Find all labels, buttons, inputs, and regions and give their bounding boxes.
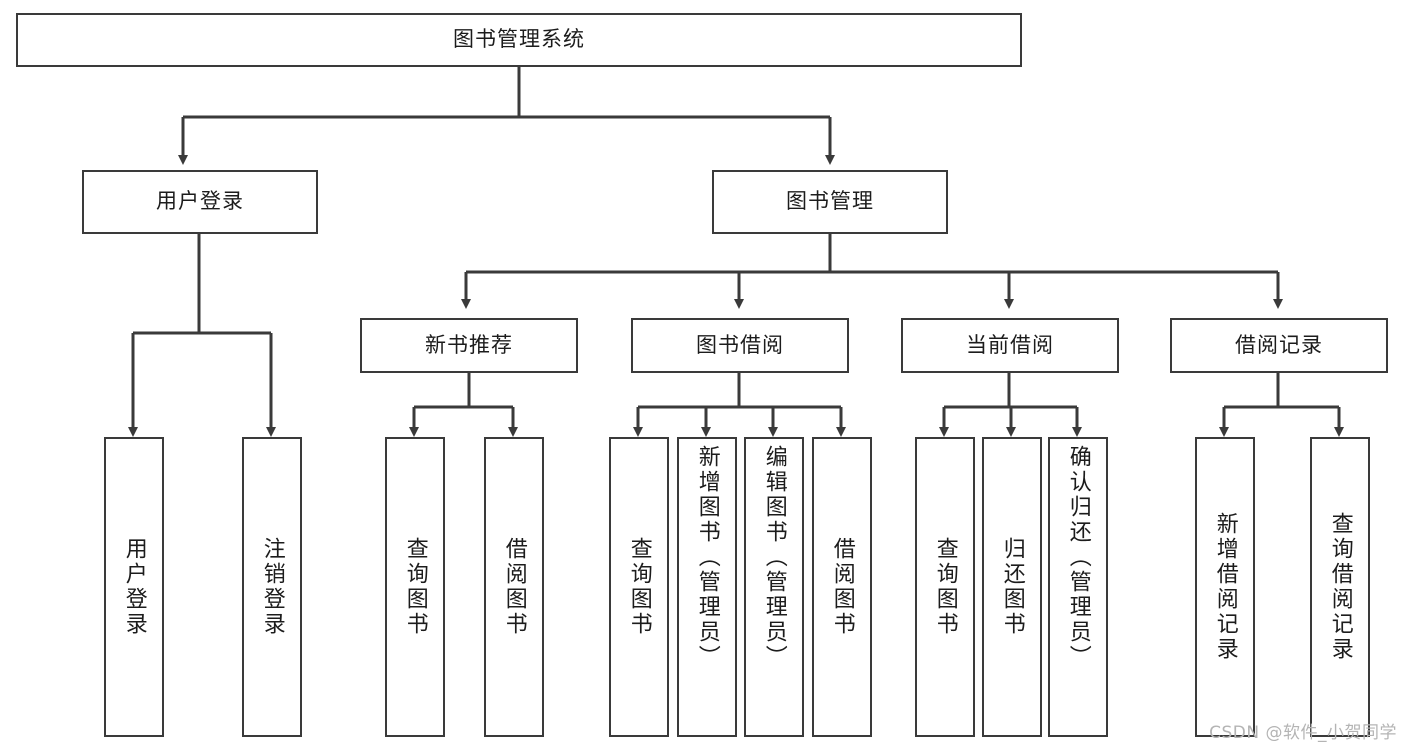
- node-label: 用户登录: [156, 189, 244, 214]
- node-label: 新书推荐: [425, 332, 513, 357]
- edges-borrowrecord-to-leaves: [1219, 373, 1344, 437]
- leaf-user-login-logout[interactable]: 注销登录: [242, 437, 302, 737]
- node-label: 查询借阅记录: [1327, 512, 1353, 662]
- leaf-new-book-borrow-book[interactable]: 借阅图书: [484, 437, 544, 737]
- node-label: 查询图书: [402, 537, 428, 637]
- edges-newbook-to-leaves: [409, 373, 518, 437]
- node-borrow-record[interactable]: 借阅记录: [1170, 318, 1388, 373]
- leaf-new-book-query-book[interactable]: 查询图书: [385, 437, 445, 737]
- leaf-current-borrow-confirm-return-admin[interactable]: 确认归还（管理员）: [1048, 437, 1108, 737]
- node-label: 新增借阅记录: [1212, 512, 1238, 662]
- node-label: 借阅图书: [501, 537, 527, 637]
- node-label: 归还图书: [999, 537, 1025, 637]
- leaf-book-borrow-add-book-admin[interactable]: 新增图书（管理员）: [677, 437, 737, 737]
- node-new-book-recommend[interactable]: 新书推荐: [360, 318, 578, 373]
- node-root-book-management-system[interactable]: 图书管理系统: [16, 13, 1022, 67]
- edges-root-to-level2: [178, 67, 835, 165]
- leaf-borrow-record-add-record[interactable]: 新增借阅记录: [1195, 437, 1255, 737]
- node-label: 借阅图书: [829, 537, 855, 637]
- leaf-book-borrow-query-book[interactable]: 查询图书: [609, 437, 669, 737]
- node-label: 确认归还（管理员）: [1065, 445, 1091, 670]
- node-book-borrow[interactable]: 图书借阅: [631, 318, 849, 373]
- leaf-current-borrow-query-book[interactable]: 查询图书: [915, 437, 975, 737]
- node-user-login[interactable]: 用户登录: [82, 170, 318, 234]
- leaf-book-borrow-edit-book-admin[interactable]: 编辑图书（管理员）: [744, 437, 804, 737]
- node-label: 图书管理系统: [453, 27, 585, 52]
- node-label: 图书管理: [786, 189, 874, 214]
- edges-userlogin-to-leaves: [128, 234, 276, 437]
- node-label: 注销登录: [259, 537, 285, 637]
- leaf-book-borrow-borrow-book[interactable]: 借阅图书: [812, 437, 872, 737]
- node-label: 用户登录: [121, 537, 147, 637]
- node-label: 查询图书: [932, 537, 958, 637]
- leaf-current-borrow-return-book[interactable]: 归还图书: [982, 437, 1042, 737]
- leaf-user-login-login[interactable]: 用户登录: [104, 437, 164, 737]
- node-label: 新增图书（管理员）: [694, 445, 720, 670]
- node-book-management[interactable]: 图书管理: [712, 170, 948, 234]
- edges-bookmgmt-to-level3: [461, 234, 1283, 309]
- edges-bookborrow-to-leaves: [633, 373, 846, 437]
- leaf-borrow-record-query-record[interactable]: 查询借阅记录: [1310, 437, 1370, 737]
- node-label: 图书借阅: [696, 332, 784, 357]
- edges-currentborrow-to-leaves: [939, 373, 1082, 437]
- node-label: 编辑图书（管理员）: [761, 445, 787, 670]
- node-label: 借阅记录: [1235, 332, 1323, 357]
- node-label: 查询图书: [626, 537, 652, 637]
- node-current-borrow[interactable]: 当前借阅: [901, 318, 1119, 373]
- node-label: 当前借阅: [966, 332, 1054, 357]
